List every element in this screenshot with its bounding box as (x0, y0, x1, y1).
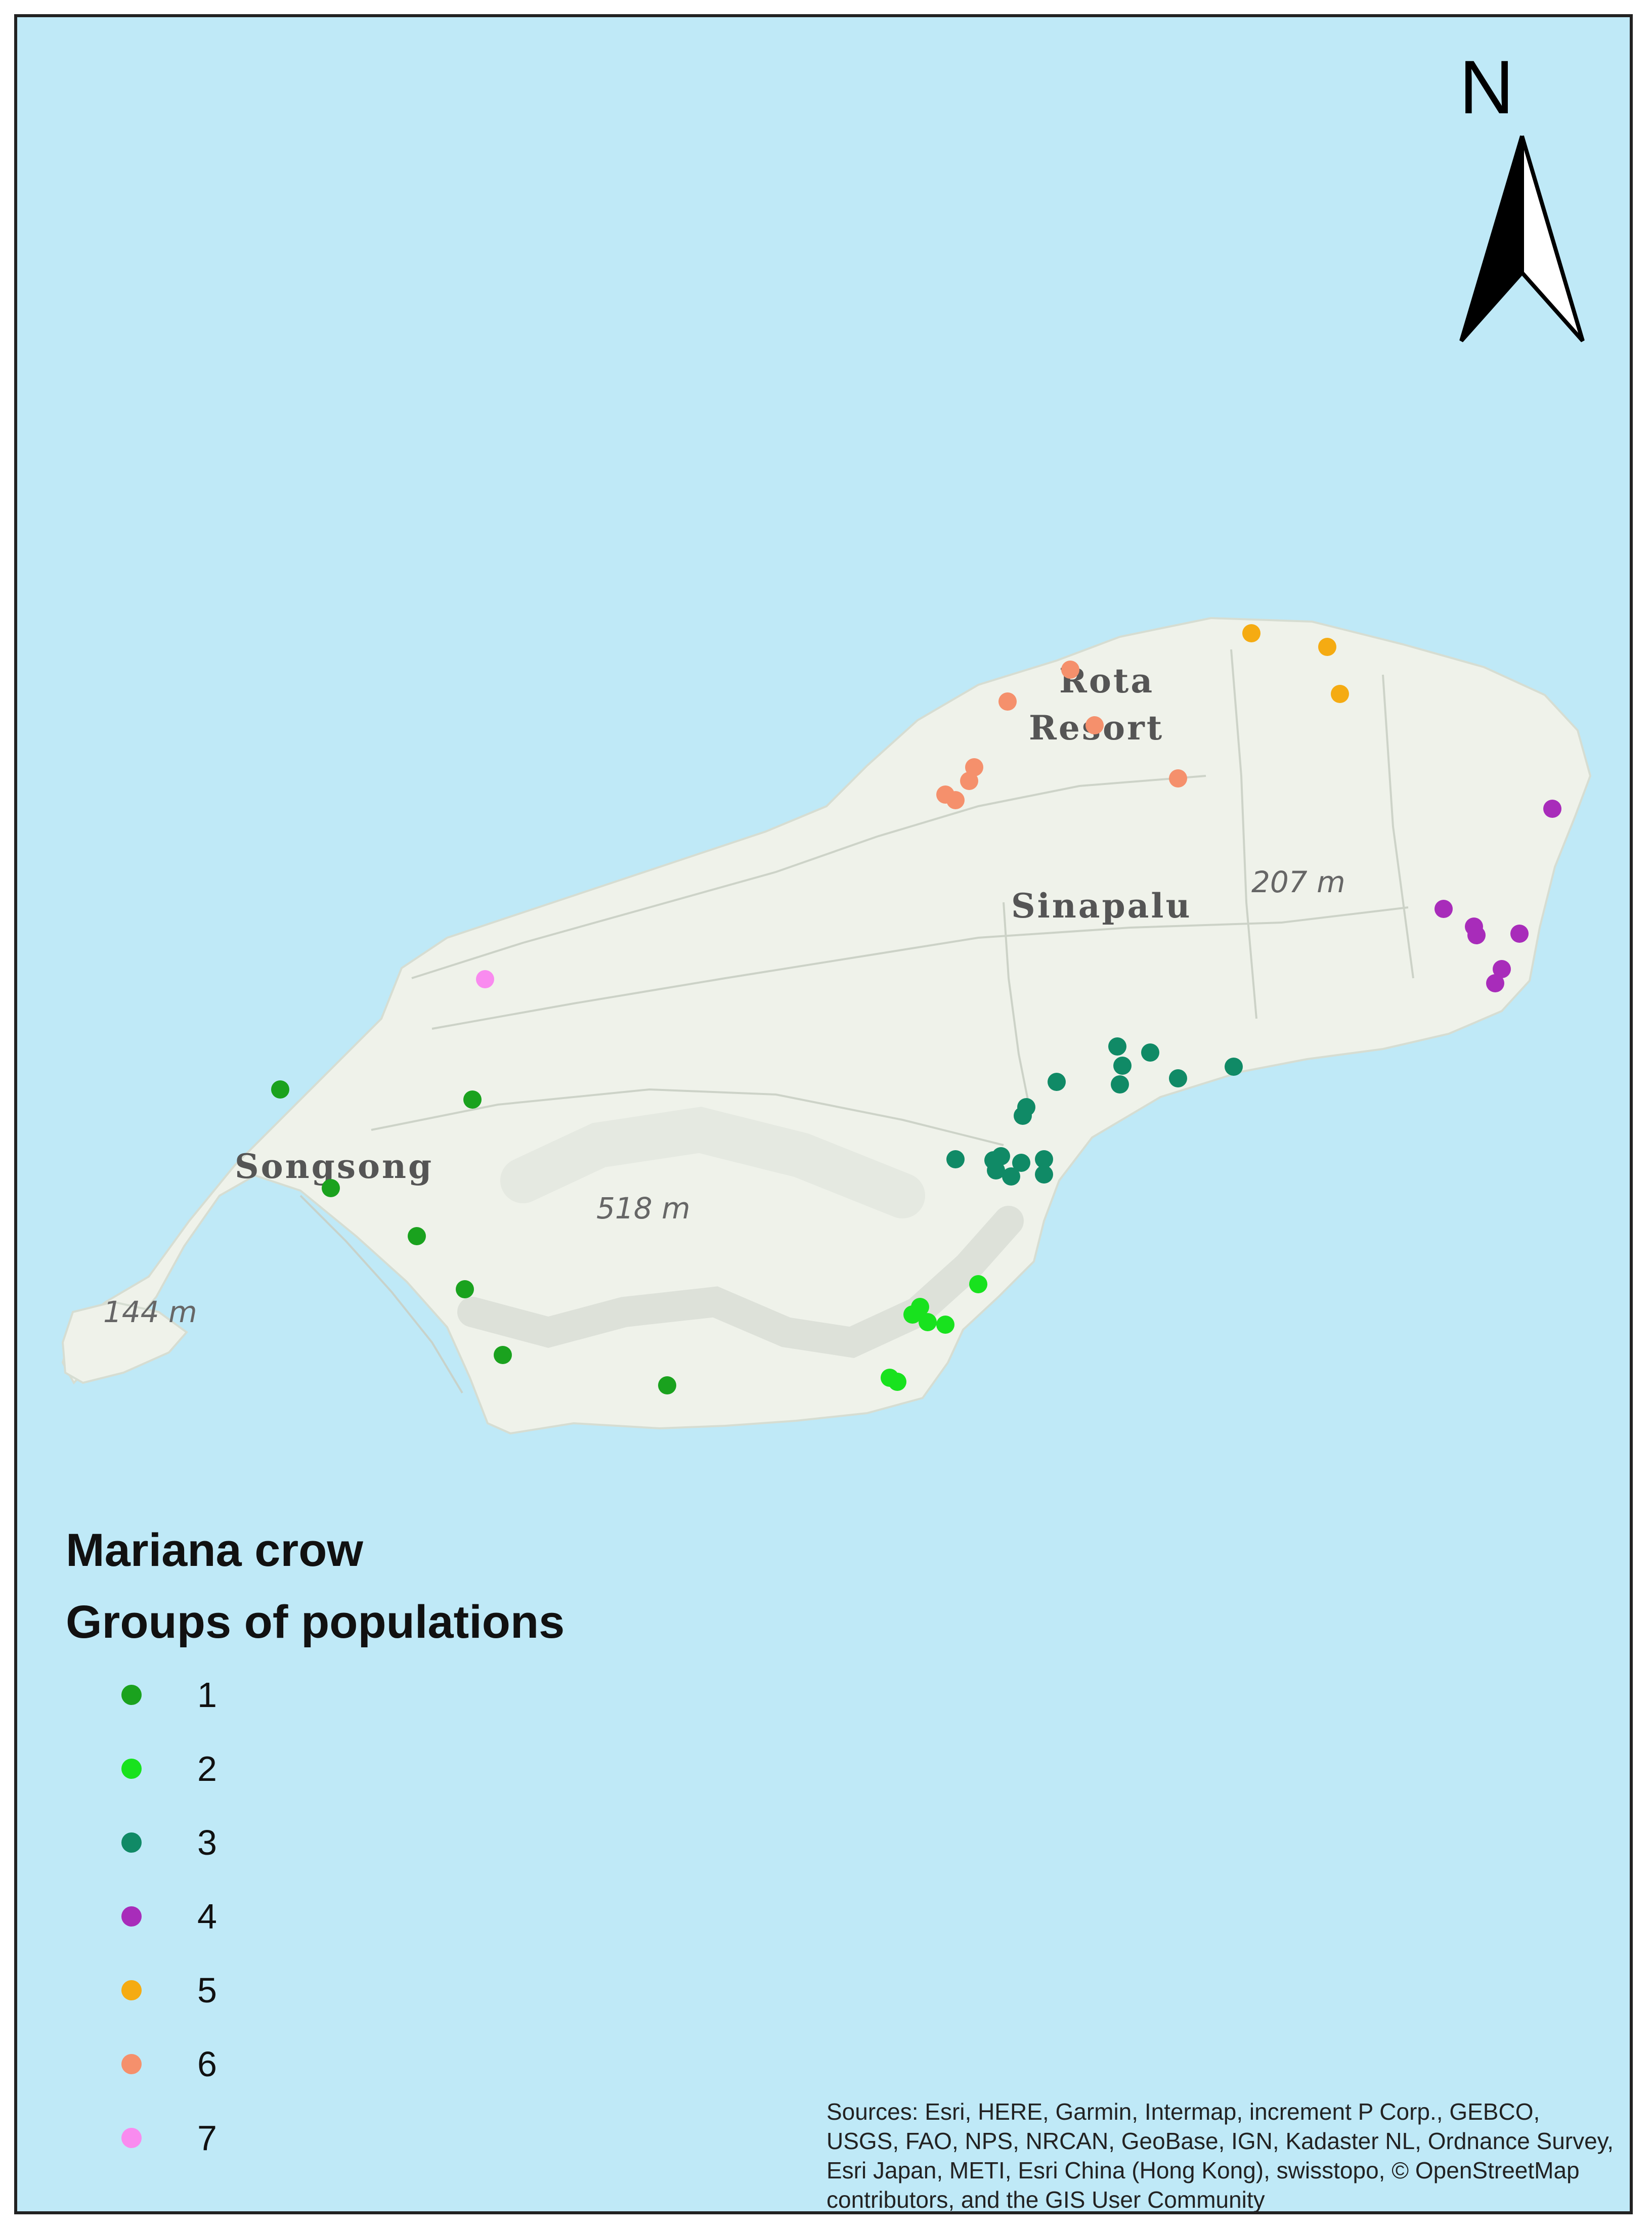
observation-point-group-1[interactable] (456, 1280, 474, 1298)
terrain-lines (299, 649, 1414, 1394)
observation-point-group-7[interactable] (476, 970, 494, 988)
elevation-label-144: 144 m (103, 1295, 197, 1329)
observation-point-group-4[interactable] (1486, 974, 1504, 992)
observation-point-group-5[interactable] (1331, 685, 1349, 703)
observation-point-group-5[interactable] (1242, 624, 1260, 642)
observation-point-group-6[interactable] (1169, 769, 1187, 788)
legend-swatch-icon (121, 1685, 142, 1705)
elevation-label-518: 518 m (596, 1191, 690, 1226)
legend: Mariana crow Groups of populations 1 2 3 4 5… (66, 1514, 564, 2175)
observation-point-group-2[interactable] (888, 1373, 906, 1391)
legend-swatch-icon (121, 1980, 142, 2000)
legend-rows: 1 2 3 4 5 6 7 (66, 1658, 564, 2175)
legend-title-line1: Mariana crow (66, 1524, 363, 1576)
observation-point-group-6[interactable] (946, 791, 965, 809)
observation-points (271, 624, 1561, 1394)
observation-point-group-3[interactable] (1002, 1167, 1020, 1186)
elevation-labels: 207 m 518 m 144 m (103, 865, 1345, 1329)
observation-point-group-1[interactable] (322, 1179, 340, 1197)
observation-point-group-3[interactable] (1225, 1058, 1243, 1076)
legend-title: Mariana crow Groups of populations (66, 1514, 564, 1658)
legend-swatch-icon (121, 1759, 142, 1779)
observation-point-group-6[interactable] (998, 692, 1017, 711)
observation-point-group-4[interactable] (1510, 925, 1529, 943)
map-canvas[interactable]: Rota Resort Sinapalu Songsong 207 m 518 … (17, 17, 1633, 2214)
observation-point-group-6[interactable] (960, 772, 978, 790)
observation-point-group-2[interactable] (919, 1313, 937, 1331)
legend-item-group-2[interactable]: 2 (121, 1732, 564, 1806)
southern-ridge-shading (457, 1206, 1024, 1359)
map-frame: Rota Resort Sinapalu Songsong 207 m 518 … (14, 14, 1633, 2214)
observation-point-group-3[interactable] (992, 1147, 1010, 1165)
legend-item-label: 6 (197, 2044, 217, 2084)
legend-swatch-icon (121, 2054, 142, 2074)
legend-swatch-icon (121, 2128, 142, 2148)
legend-item-label: 5 (197, 1971, 217, 2010)
central-plateau-shading (500, 1107, 925, 1218)
observation-point-group-3[interactable] (1111, 1075, 1129, 1094)
legend-swatch-icon (121, 1832, 142, 1853)
observation-point-group-1[interactable] (494, 1346, 512, 1364)
legend-item-label: 3 (197, 1823, 217, 1862)
observation-point-group-4[interactable] (1493, 960, 1511, 978)
rota-island (61, 617, 1592, 1435)
observation-point-group-3[interactable] (1048, 1073, 1066, 1091)
observation-point-group-5[interactable] (1318, 638, 1336, 656)
legend-item-group-7[interactable]: 7 (121, 2101, 564, 2175)
observation-point-group-4[interactable] (1434, 900, 1453, 918)
western-islet (61, 1300, 188, 1384)
observation-point-group-3[interactable] (1035, 1150, 1053, 1168)
observation-point-group-3[interactable] (1113, 1057, 1132, 1075)
observation-point-group-6[interactable] (1061, 661, 1079, 679)
observation-point-group-1[interactable] (463, 1090, 482, 1109)
observation-point-group-4[interactable] (1467, 926, 1486, 944)
observation-point-group-6[interactable] (1085, 716, 1104, 734)
elevation-label-207: 207 m (1251, 865, 1345, 899)
legend-swatch-icon (121, 1906, 142, 1927)
legend-item-label: 7 (197, 2118, 217, 2158)
place-label-sinapalu: Sinapalu (1011, 886, 1192, 926)
observation-point-group-3[interactable] (1035, 1165, 1053, 1184)
legend-item-label: 2 (197, 1749, 217, 1788)
observation-point-group-2[interactable] (936, 1316, 954, 1334)
legend-item-group-4[interactable]: 4 (121, 1879, 564, 1953)
legend-item-group-5[interactable]: 5 (121, 1953, 564, 2027)
observation-point-group-3[interactable] (1141, 1043, 1159, 1062)
observation-point-group-6[interactable] (965, 758, 983, 776)
sources-attribution: Sources: Esri, HERE, Garmin, Intermap, i… (827, 2098, 1614, 2213)
observation-point-group-3[interactable] (987, 1161, 1005, 1179)
observation-point-group-1[interactable] (658, 1376, 676, 1394)
observation-point-group-2[interactable] (903, 1305, 922, 1324)
legend-item-group-3[interactable]: 3 (121, 1806, 564, 1879)
observation-point-group-3[interactable] (946, 1150, 965, 1168)
observation-point-group-3[interactable] (1169, 1069, 1187, 1087)
legend-item-group-1[interactable]: 1 (121, 1658, 564, 1732)
observation-point-group-3[interactable] (1014, 1107, 1032, 1125)
legend-item-label: 4 (197, 1897, 217, 1936)
legend-title-line2: Groups of populations (66, 1596, 565, 1648)
legend-item-group-6[interactable]: 6 (121, 2027, 564, 2101)
north-arrow-letter: N (1459, 45, 1514, 129)
north-arrow-icon: N (1459, 45, 1585, 342)
legend-item-label: 1 (197, 1675, 217, 1715)
observation-point-group-1[interactable] (408, 1227, 426, 1245)
observation-point-group-4[interactable] (1543, 800, 1561, 818)
observation-point-group-3[interactable] (1012, 1154, 1030, 1172)
observation-point-group-1[interactable] (271, 1080, 289, 1099)
observation-point-group-2[interactable] (969, 1275, 987, 1293)
observation-point-group-3[interactable] (1108, 1037, 1126, 1056)
